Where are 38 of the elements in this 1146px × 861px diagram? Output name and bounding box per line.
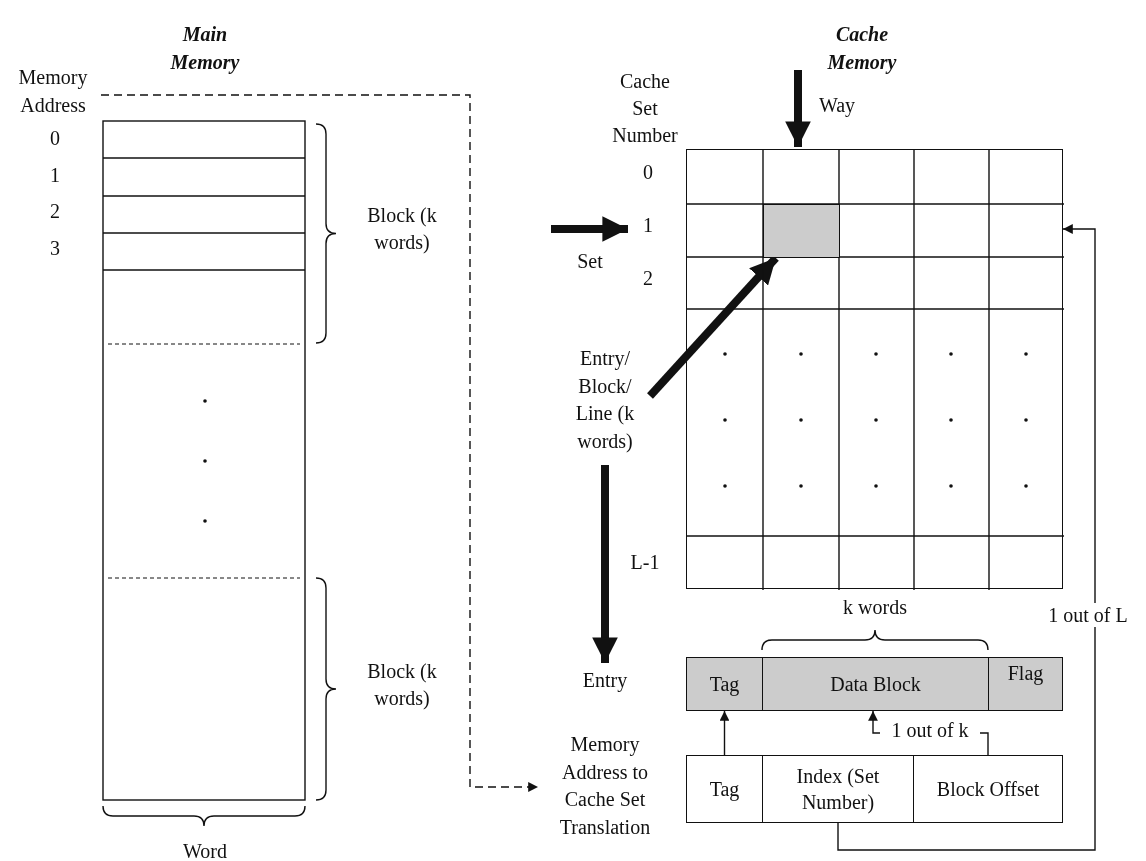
memory-address-label: Memory Address xyxy=(18,66,88,116)
entry-block-line-label: Entry/ Block/ Line (k words) xyxy=(575,347,635,452)
set-number: 2 xyxy=(642,266,654,291)
dashed-arrow xyxy=(100,94,539,792)
field-text: Data Block xyxy=(830,672,921,697)
block-label: Block (k words) xyxy=(366,203,438,255)
thick-arrow xyxy=(647,255,779,399)
cache-set-number-label: Cache Set Number xyxy=(611,69,679,148)
way-label: Way xyxy=(817,93,857,119)
field-text: Index (Set Number) xyxy=(795,764,881,815)
index-field xyxy=(762,755,914,823)
block-offset-field xyxy=(913,755,1063,823)
address-number: 1 xyxy=(49,163,61,188)
selected-cache-cell xyxy=(763,204,840,258)
set-number: L-1 xyxy=(629,550,661,575)
set-number: 1 xyxy=(642,213,654,238)
block-label: Block (k words) xyxy=(366,659,438,711)
field-text: Tag xyxy=(709,672,740,697)
tag-field xyxy=(686,755,763,823)
translation-label: Memory Address to Cache Set Translation xyxy=(559,733,651,838)
address-number: 2 xyxy=(49,199,61,224)
entry-label: Entry xyxy=(582,669,628,691)
field-text: Tag xyxy=(709,777,740,802)
field-text: Flag xyxy=(1007,661,1044,686)
arrow xyxy=(837,224,1096,851)
main-memory-heading: Main Memory xyxy=(169,22,241,76)
cache-memory-heading: Cache Memory xyxy=(826,22,898,76)
flag-field xyxy=(988,657,1063,711)
set-number: 0 xyxy=(642,160,654,185)
k-words-label: k words xyxy=(842,595,908,620)
data-block-field xyxy=(762,657,989,711)
address-number: 3 xyxy=(49,236,61,261)
set-label: Set xyxy=(576,249,604,274)
address-number: 0 xyxy=(49,126,61,151)
word-label: Word xyxy=(182,839,228,861)
arrow xyxy=(719,710,730,756)
field-text: Block Offset xyxy=(936,777,1040,802)
tag-field xyxy=(686,657,763,711)
